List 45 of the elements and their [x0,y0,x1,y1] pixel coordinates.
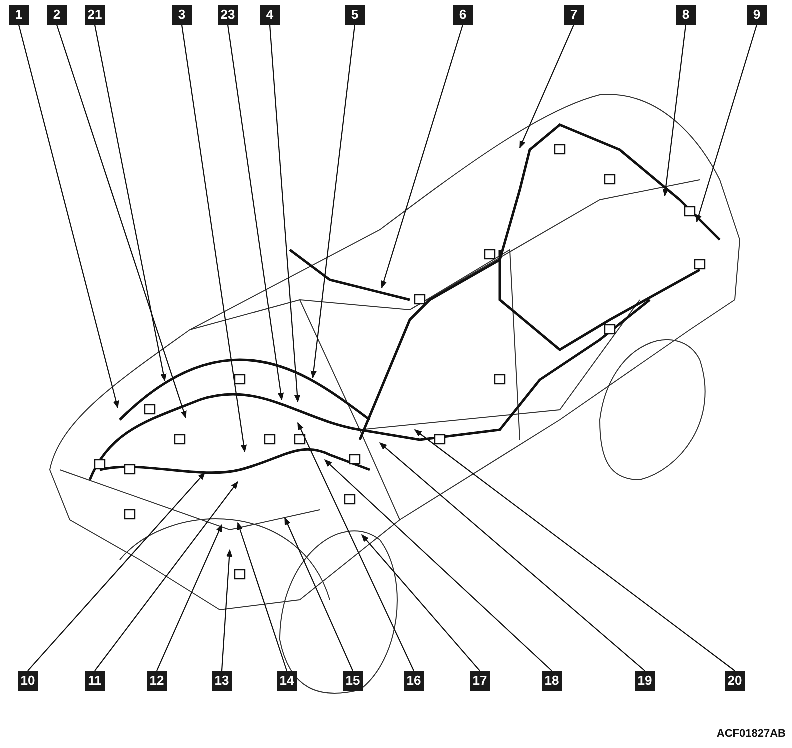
callout-number: 15 [343,671,363,691]
callout-number: 21 [85,5,105,25]
callout-number: 7 [564,5,584,25]
leader-line [94,481,238,672]
leader-line [18,24,120,409]
callout-number: 17 [470,671,490,691]
leader-line [310,24,356,379]
leader-line [520,24,574,149]
leader-line [237,522,288,672]
leader-line [381,24,464,289]
leader-line [379,442,646,672]
callout-number: 9 [747,5,767,25]
leader-line [269,24,301,403]
leader-line [414,430,736,672]
callout-number: 18 [542,671,562,691]
callout-number: 19 [635,671,655,691]
callout-number: 11 [85,671,105,691]
drawing-code: ACF01827AB [716,728,786,740]
callout-number: 6 [453,5,473,25]
callout-number: 5 [345,5,365,25]
callout-number: 3 [172,5,192,25]
callout-number: 12 [147,671,167,691]
leader-line [227,24,284,401]
callout-number: 23 [218,5,238,25]
leader-line [221,549,233,672]
leader-line [696,24,758,223]
leader-line [94,24,167,382]
leader-line [362,534,480,672]
callout-number: 16 [404,671,424,691]
callout-number: 8 [676,5,696,25]
callout-number: 1 [9,5,29,25]
callout-number: 4 [260,5,280,25]
callout-number: 10 [18,671,38,691]
leader-line [324,459,552,672]
callout-number: 14 [277,671,297,691]
callout-number: 2 [47,5,67,25]
leader-line [298,422,414,672]
leader-line [662,24,687,197]
leader-line [284,517,354,672]
leader-line [56,24,187,419]
callout-number: 20 [725,671,745,691]
leader-line [28,472,206,672]
callout-number: 13 [212,671,232,691]
leader-line [156,524,222,672]
leader-line [181,24,248,453]
